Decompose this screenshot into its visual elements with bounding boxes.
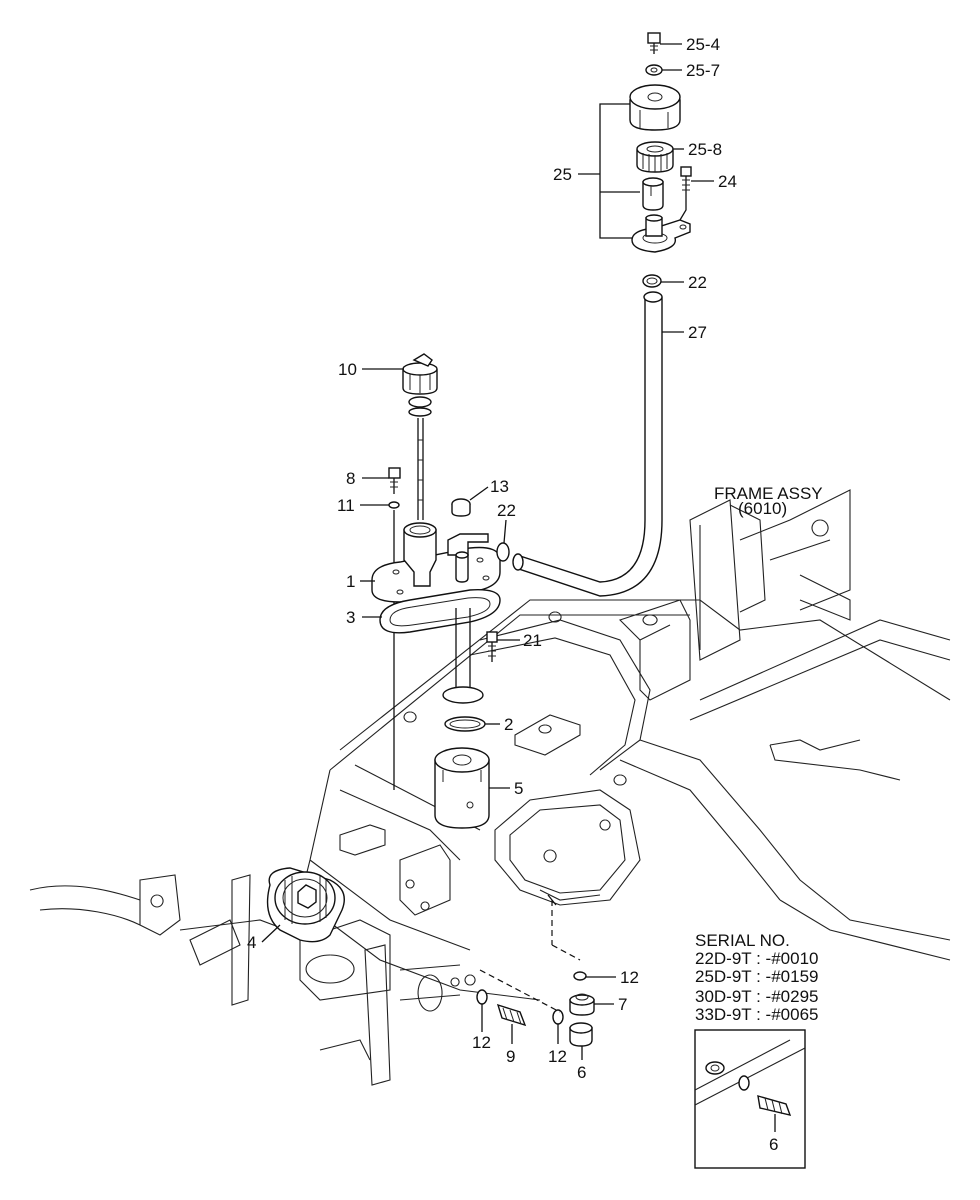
callout-21: 21: [523, 631, 542, 650]
callout-12-left: 12: [472, 1033, 491, 1052]
part-5-strainer: [434, 747, 490, 829]
part-25-cap: [629, 84, 681, 131]
part-25-8-element: [636, 141, 674, 173]
part-1-tank-cover: [371, 522, 510, 603]
callout-1: 1: [346, 572, 355, 591]
callout-2: 2: [504, 715, 513, 734]
callout-27: 27: [688, 323, 707, 342]
part-11-o-ring: [388, 501, 400, 509]
part-24-screw: [680, 166, 692, 192]
serial-number-block: SERIAL NO. 22D-9T : -#0010 25D-9T : -#01…: [695, 931, 818, 1024]
callout-12-mid: 12: [548, 1047, 567, 1066]
callout-25: 25: [553, 165, 572, 184]
part-12-o-ring-right: [573, 971, 587, 981]
part-22-clamp-top: [642, 274, 662, 288]
part-6-plug: [569, 1022, 593, 1047]
serial-heading: SERIAL NO.: [695, 931, 790, 950]
part-25-7-washer: [645, 64, 663, 76]
callout-9: 9: [506, 1047, 515, 1066]
callout-3: 3: [346, 608, 355, 627]
part-12-o-ring-mid: [552, 1009, 564, 1025]
callout-10: 10: [338, 360, 357, 379]
part-21-bolt: [486, 631, 498, 662]
frame-assy-code: (6010): [738, 499, 787, 518]
part-4-suction-filter: [266, 867, 345, 943]
breather-cap-assembly: [578, 32, 692, 288]
part-8-bolt: [388, 467, 401, 494]
callout-6: 6: [577, 1063, 586, 1082]
part-27-hose: [512, 291, 663, 597]
inset-detail-box: 6: [694, 1029, 806, 1169]
serial-row: 22D-9T : -#0010: [695, 949, 818, 968]
callout-8: 8: [346, 469, 355, 488]
callout-13: 13: [490, 477, 509, 496]
callout-7: 7: [618, 995, 627, 1014]
callout-24: 24: [718, 172, 737, 191]
part-9-nipple: [496, 1003, 527, 1027]
serial-row: 25D-9T : -#0159: [695, 967, 818, 986]
callout-25-4: 25-4: [686, 35, 720, 54]
callout-6-inset: 6: [769, 1135, 778, 1154]
part-25-4-bolt: [647, 32, 661, 54]
callout-22-mid: 22: [497, 501, 516, 520]
part-25-base-flange: [631, 214, 691, 253]
strainer-pipe: [442, 608, 484, 704]
part-25-inner-sleeve: [642, 177, 664, 211]
part-22-clamp-mid: [496, 542, 510, 562]
callout-5: 5: [514, 779, 523, 798]
frame-assembly: [29, 489, 951, 1086]
part-7-plug: [569, 993, 595, 1016]
callout-25-8: 25-8: [688, 140, 722, 159]
serial-row: 30D-9T : -#0295: [695, 987, 818, 1006]
callout-22-top: 22: [688, 273, 707, 292]
callout-4: 4: [247, 933, 256, 952]
frame-assy-label: FRAME ASSY: [714, 484, 823, 503]
part-2-o-ring: [444, 716, 486, 732]
callout-25-7: 25-7: [686, 61, 720, 80]
callout-12-right: 12: [620, 968, 639, 987]
part-12-o-ring-left: [476, 989, 488, 1005]
serial-row: 33D-9T : -#0065: [695, 1005, 818, 1024]
part-13-cap: [451, 498, 471, 517]
part-10-level-gauge: [402, 353, 438, 520]
callout-11: 11: [337, 496, 355, 515]
